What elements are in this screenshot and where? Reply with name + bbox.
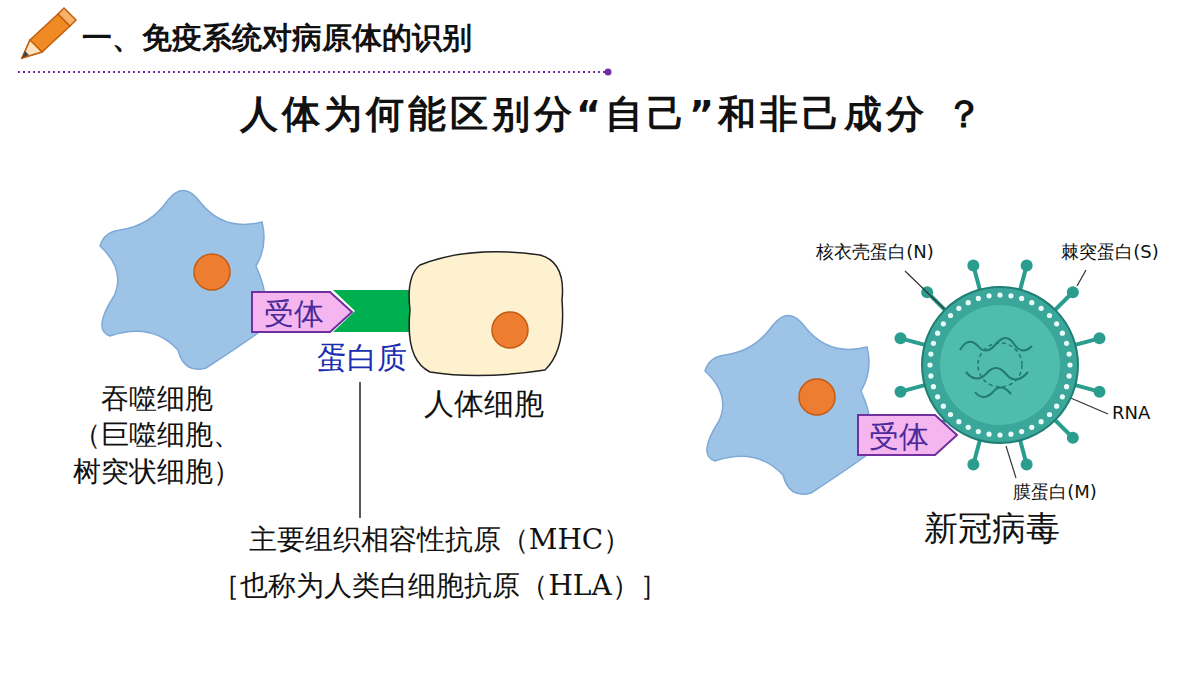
node-label: 受体 bbox=[856, 417, 942, 456]
shape-outline bbox=[925, 290, 1075, 440]
callout-label: RNA bbox=[1112, 401, 1172, 424]
phagocyte-cell bbox=[705, 315, 871, 494]
question-text: 人体为何能区别分“自己”和非己成分 ？ bbox=[240, 90, 1080, 139]
title-underline bbox=[18, 71, 606, 73]
node-label: 蛋白质 bbox=[297, 338, 427, 377]
antigen-crescent bbox=[876, 360, 888, 384]
protein-block: 蛋白质 bbox=[330, 288, 414, 334]
antigen-crescent bbox=[274, 236, 286, 260]
node-label: 吞噬细胞 （巨噬细胞、 树突状细胞） bbox=[62, 381, 252, 490]
body-cell: 人体细胞 bbox=[404, 244, 568, 380]
node-label: 新冠病毒 bbox=[907, 506, 1077, 550]
callout-label: 棘突蛋白(S) bbox=[1040, 240, 1180, 263]
shape-outline bbox=[404, 244, 568, 380]
term-label: 主要组织相容性抗原（MHC） bbox=[180, 522, 700, 558]
leader-line bbox=[359, 382, 361, 518]
phagocyte-cell: 吞噬细胞 （巨噬细胞、 树突状细胞） bbox=[92, 178, 277, 375]
pencil-icon bbox=[22, 8, 76, 58]
virus-particle: 新冠病毒 bbox=[925, 290, 1075, 440]
underline-dot bbox=[605, 69, 612, 76]
node-label: 人体细胞 bbox=[399, 384, 569, 423]
shape-outline bbox=[330, 288, 414, 334]
shape-outline bbox=[92, 178, 277, 375]
callout-label: 核衣壳蛋白(N) bbox=[790, 240, 960, 263]
term-label: ［也称为人类白细胞抗原（HLA）］ bbox=[150, 568, 730, 604]
node-label: 受体 bbox=[250, 294, 338, 333]
callout-label: 膜蛋白(M) bbox=[995, 480, 1115, 503]
slide-title: 一、免疫系统对病原体的识别 bbox=[82, 18, 472, 57]
